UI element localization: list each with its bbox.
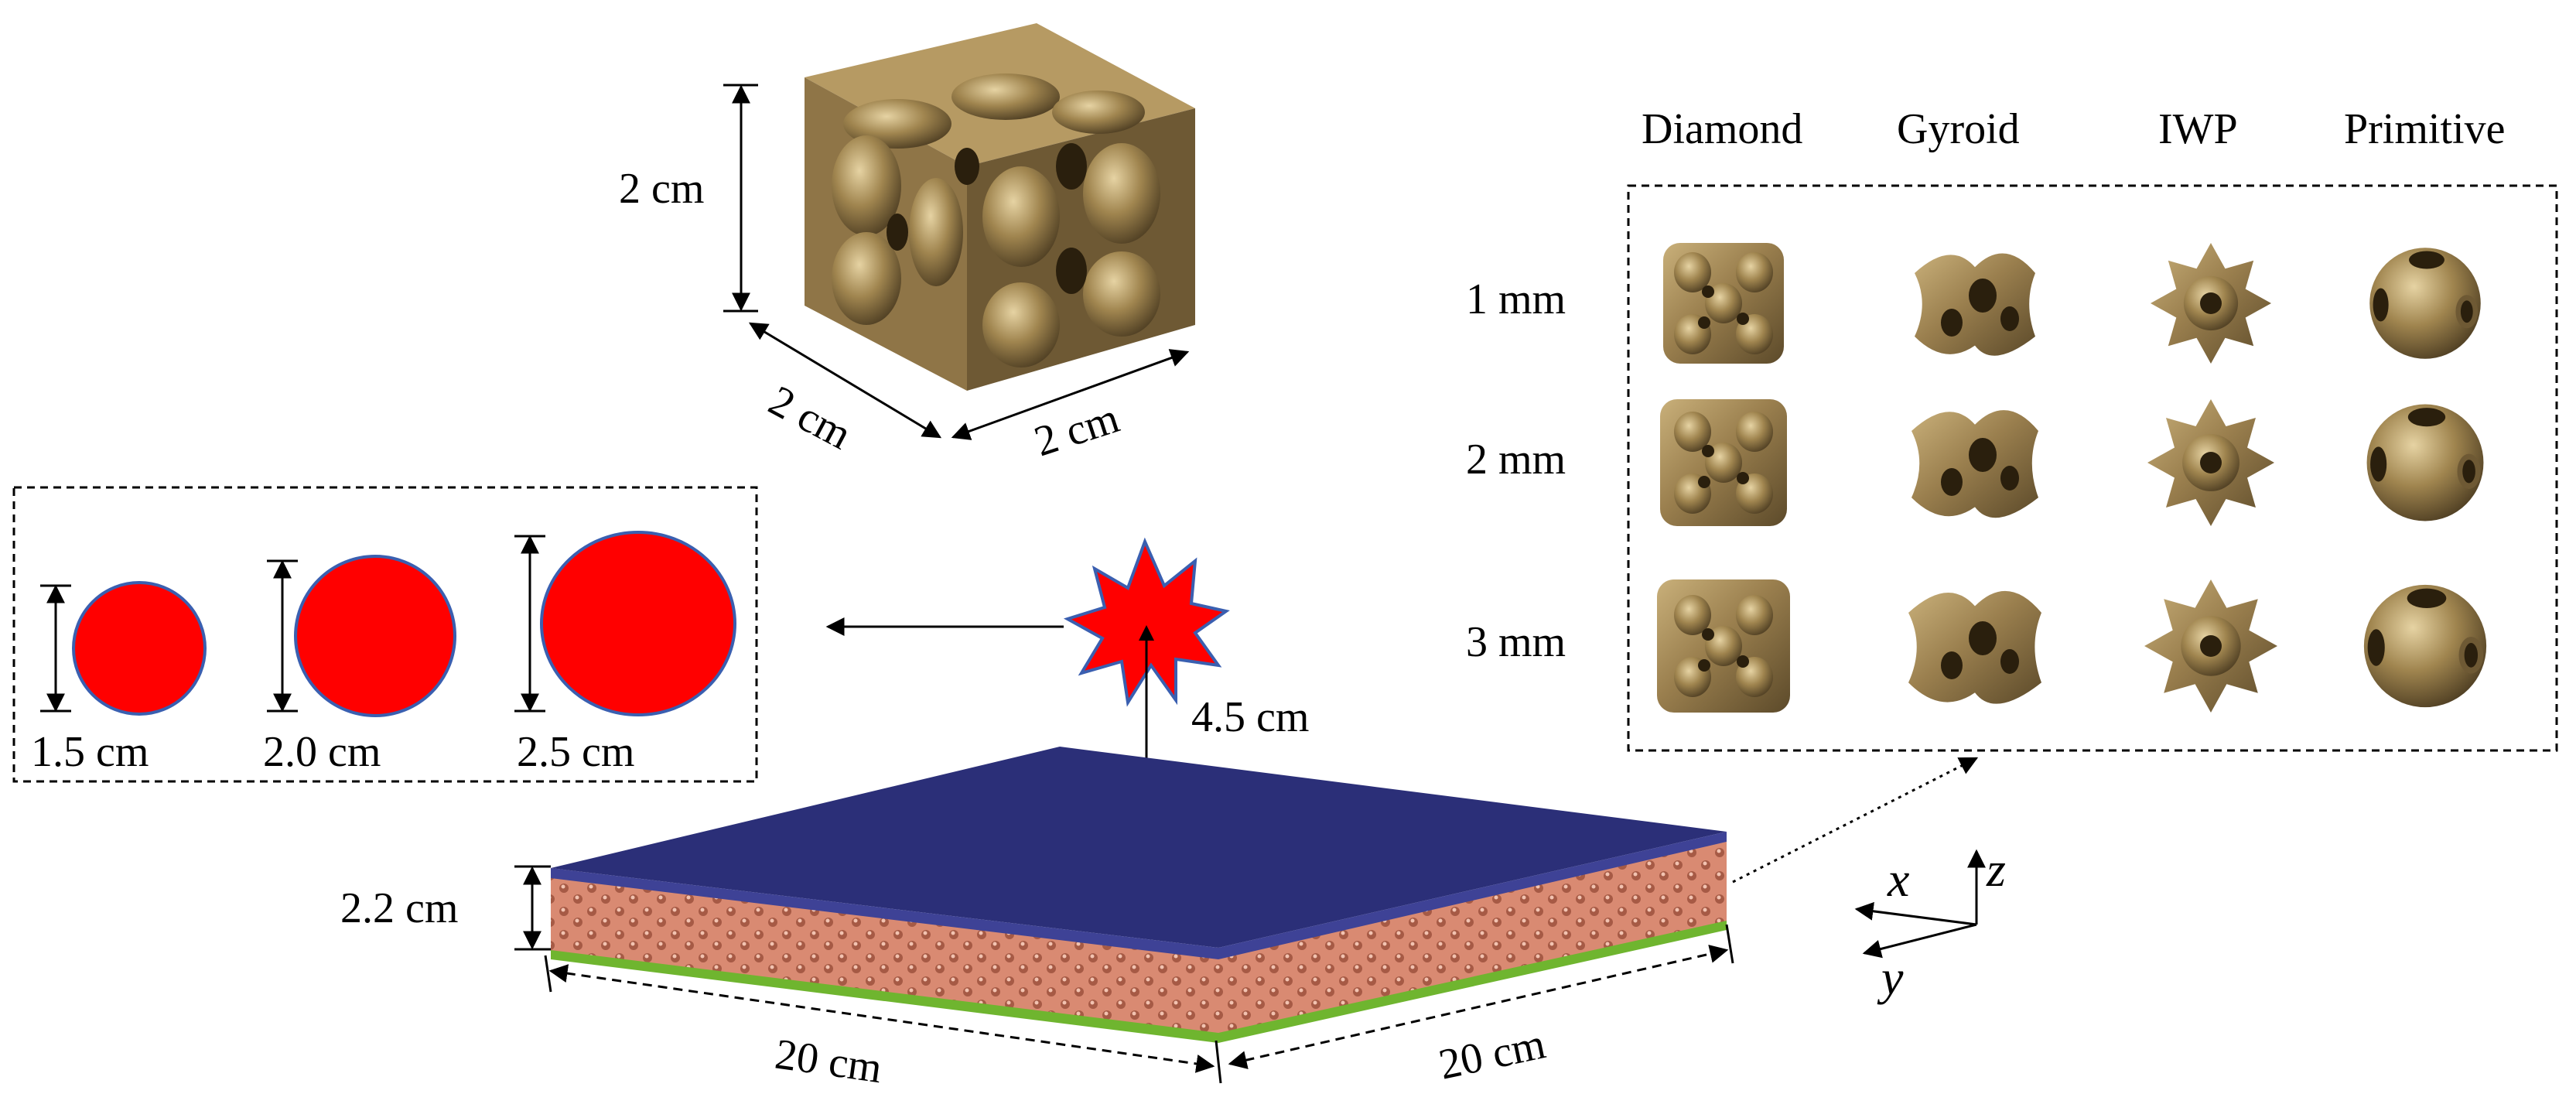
tpms-cell-gyroid xyxy=(1908,590,2041,704)
tpms-cell-diamond xyxy=(1657,579,1790,713)
projectile-diameter-label: 1.5 cm xyxy=(31,728,149,776)
unit-cell-width-dim xyxy=(951,349,1190,440)
sandwich-panel xyxy=(551,747,1727,1043)
axis-y-label: y xyxy=(1877,950,1904,1005)
grid-row-label: 3 mm xyxy=(1466,618,1566,666)
projectile-diameter-label: 2.5 cm xyxy=(517,728,634,776)
standoff-label: 4.5 cm xyxy=(1191,693,1309,741)
grid-column-header: Gyroid xyxy=(1897,105,2020,153)
grid-column-header: Primitive xyxy=(2344,105,2505,153)
axis-x-label: x xyxy=(1887,852,1909,907)
tpms-cell-diamond xyxy=(1660,399,1787,526)
grid-column-header: Diamond xyxy=(1642,105,1802,153)
grid-row-label: 1 mm xyxy=(1466,275,1566,323)
tpms-cell-diamond xyxy=(1663,243,1784,364)
tpms-cell-primitive xyxy=(2363,584,2487,708)
tpms-grid-box xyxy=(1627,184,2558,752)
unit-cell-depth-dim xyxy=(748,322,942,439)
unit-cell xyxy=(805,23,1195,391)
core-to-grid-pointer xyxy=(1732,757,1979,884)
axis-z-label: z xyxy=(1986,842,2006,897)
tpms-cell-gyroid xyxy=(1915,253,2035,356)
unit-cell-voids xyxy=(832,73,1160,367)
projectile-20: 2.0 cm xyxy=(263,555,456,776)
panel-face-sheet xyxy=(551,747,1727,948)
coordinate-axes: x z y xyxy=(1854,842,2006,1005)
tpms-cell-primitive xyxy=(2369,248,2481,359)
explosion-burst-icon xyxy=(1063,537,1230,707)
projectile-sizes-box xyxy=(12,486,758,783)
unit-cell-height-label: 2 cm xyxy=(619,165,704,213)
projectile-25: 2.5 cm xyxy=(514,531,736,776)
grid-column-header: IWP xyxy=(2158,105,2238,153)
panel-length-label: 20 cm xyxy=(772,1030,885,1092)
projectile-15: 1.5 cm xyxy=(31,581,207,776)
tpms-cell-iwp xyxy=(2147,399,2274,526)
grid-row-label: 2 mm xyxy=(1466,436,1566,484)
projectile-diameter-label: 2.0 cm xyxy=(263,728,381,776)
tpms-cell-iwp xyxy=(2151,243,2271,364)
projectile-circle-medium xyxy=(294,555,456,717)
unit-cell-holes xyxy=(887,143,1087,294)
tpms-cells xyxy=(1657,243,2487,713)
unit-cell-depth-label: 2 cm xyxy=(761,377,859,460)
projectile-circle-small xyxy=(72,581,207,716)
panel-width-dim xyxy=(1228,945,1729,1069)
projectile-circle-large xyxy=(540,531,736,716)
panel-width-label: 20 cm xyxy=(1435,1020,1549,1089)
panel-length-dim xyxy=(548,964,1215,1073)
tpms-cell-gyroid xyxy=(1912,410,2038,518)
tpms-cell-primitive xyxy=(2366,404,2484,521)
tpms-cell-iwp xyxy=(2144,579,2277,713)
panel-thickness-label: 2.2 cm xyxy=(340,884,458,932)
